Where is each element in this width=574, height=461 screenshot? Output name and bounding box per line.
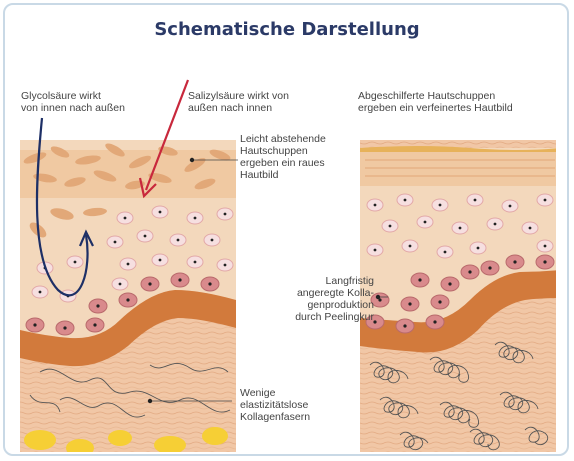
label-rough-scales: Leicht abstehende Hautschuppen ergeben e…	[240, 133, 326, 181]
stratum-corneum-right	[360, 152, 560, 186]
label-few-fibers: Wenige elastizitätslose Kollagenfasern	[240, 387, 310, 423]
label-collagen-production: Langfristig angeregte Kolla- genprodukti…	[250, 275, 374, 323]
label-salicylic: Salizylsäure wirkt von außen nach innen	[188, 90, 289, 114]
label-glycolic: Glycolsäure wirkt von innen nach außen	[21, 90, 125, 114]
skin-right	[360, 140, 560, 460]
pointer-dot-leicht	[190, 158, 194, 162]
pointer-dot-wenige	[148, 399, 152, 403]
skin-left	[20, 140, 236, 460]
stratum-corneum-left	[20, 150, 236, 198]
pointer-dot-langfristig	[376, 295, 380, 299]
label-exfoliated: Abgeschilferte Hautschuppen ergeben ein …	[358, 90, 513, 114]
